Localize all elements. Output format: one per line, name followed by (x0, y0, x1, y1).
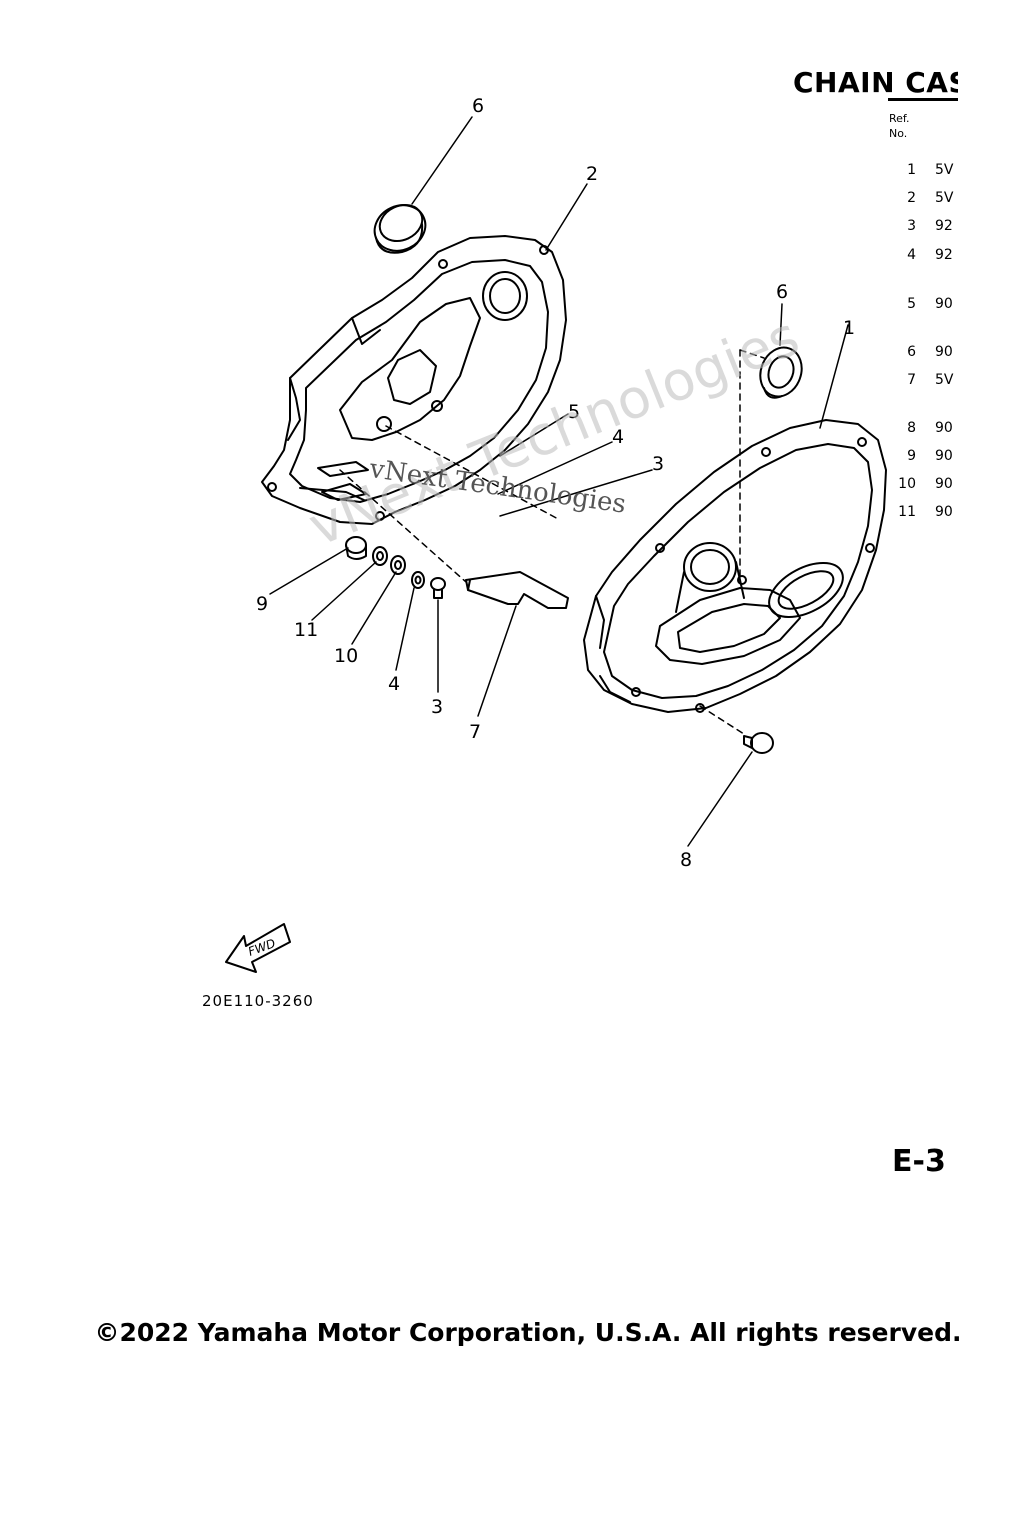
title-underline (888, 98, 958, 101)
callout-11: 11 (294, 619, 318, 641)
callout-1: 1 (843, 317, 855, 339)
part-11-bushing (372, 546, 388, 566)
parts-row: 6 90 (893, 344, 958, 364)
parts-ref-no: 9 (907, 448, 916, 464)
exploded-view-diagram: 6 2 6 1 5 4 3 9 11 10 4 3 7 8 FWD (225, 95, 887, 973)
part-6-cap-top (373, 204, 427, 254)
parts-row: 10 90 (893, 476, 958, 496)
parts-number: 90 (935, 344, 953, 360)
callout-6-right: 6 (776, 281, 788, 303)
parts-row: 3 92 (893, 218, 958, 238)
part-10-washer (390, 555, 406, 575)
parts-row: 7 5V (893, 372, 958, 392)
parts-row: 8 90 (893, 420, 958, 440)
part-7-chain-guide (465, 571, 569, 609)
page-title: CHAIN CAS (793, 66, 958, 99)
fwd-arrow-icon: FWD (225, 923, 291, 973)
parts-number: 90 (935, 476, 953, 492)
parts-number: 92 (935, 218, 953, 234)
callout-4-top: 4 (612, 426, 624, 448)
parts-ref-no: 10 (898, 476, 916, 492)
copyright-notice: ©2022 Yamaha Motor Corporation, U.S.A. A… (94, 1318, 962, 1347)
parts-number: 90 (935, 448, 953, 464)
callout-7: 7 (469, 721, 481, 743)
parts-list: 1 5V 2 5V 3 92 4 92 5 90 6 90 7 5V 8 90 9 90 10 90 11 90 (893, 162, 958, 532)
callout-6-top: 6 (472, 95, 484, 117)
part-2-inner-case (261, 235, 567, 525)
part-9-collar (345, 536, 367, 560)
parts-row: 4 92 (893, 247, 958, 267)
parts-ref-no: 5 (907, 296, 916, 312)
parts-row: 11 90 (893, 504, 958, 524)
parts-ref-no: 1 (907, 162, 916, 178)
parts-row: 2 5V (893, 190, 958, 210)
callout-8: 8 (680, 849, 692, 871)
assembly-guide-lines (339, 349, 765, 735)
part-8-bolt (743, 732, 774, 754)
callout-10: 10 (334, 645, 358, 667)
parts-row: 1 5V (893, 162, 958, 182)
parts-number: 90 (935, 296, 953, 312)
part-6-seal-right (759, 346, 803, 399)
part-1-outer-cover (583, 419, 887, 713)
no-label: No. (889, 127, 908, 140)
parts-ref-no: 11 (898, 504, 916, 520)
parts-ref-no: 3 (907, 218, 916, 234)
parts-ref-no: 7 (907, 372, 916, 388)
fwd-label: FWD (246, 936, 277, 959)
part-3-bolt (430, 577, 446, 599)
parts-row: 9 90 (893, 448, 958, 468)
parts-number: 90 (935, 420, 953, 436)
parts-ref-no: 2 (907, 190, 916, 206)
parts-ref-no: 6 (907, 344, 916, 360)
parts-number: 5V (935, 190, 954, 206)
callout-5: 5 (568, 401, 580, 423)
part-4-washer (411, 571, 425, 589)
parts-number: 90 (935, 504, 953, 520)
callout-2: 2 (586, 163, 598, 185)
parts-number: 92 (935, 247, 953, 263)
parts-number: 5V (935, 162, 954, 178)
callout-9: 9 (256, 593, 268, 615)
diagram-code: 20E110-3260 (202, 992, 314, 1010)
ref-no-header: Ref. No. (889, 111, 910, 141)
parts-number: 5V (935, 372, 954, 388)
callout-3-bottom: 3 (431, 696, 443, 718)
parts-ref-no: 4 (907, 247, 916, 263)
callout-numbers: 6 2 6 1 5 4 3 9 11 10 4 3 7 8 (256, 95, 855, 871)
ref-label: Ref. (889, 112, 910, 125)
parts-ref-no: 8 (907, 420, 916, 436)
callout-leaders (269, 116, 849, 847)
parts-row: 5 90 (893, 296, 958, 316)
callout-4-bottom: 4 (388, 673, 400, 695)
callout-3-top: 3 (652, 453, 664, 475)
page-id: E-3 (892, 1144, 946, 1179)
